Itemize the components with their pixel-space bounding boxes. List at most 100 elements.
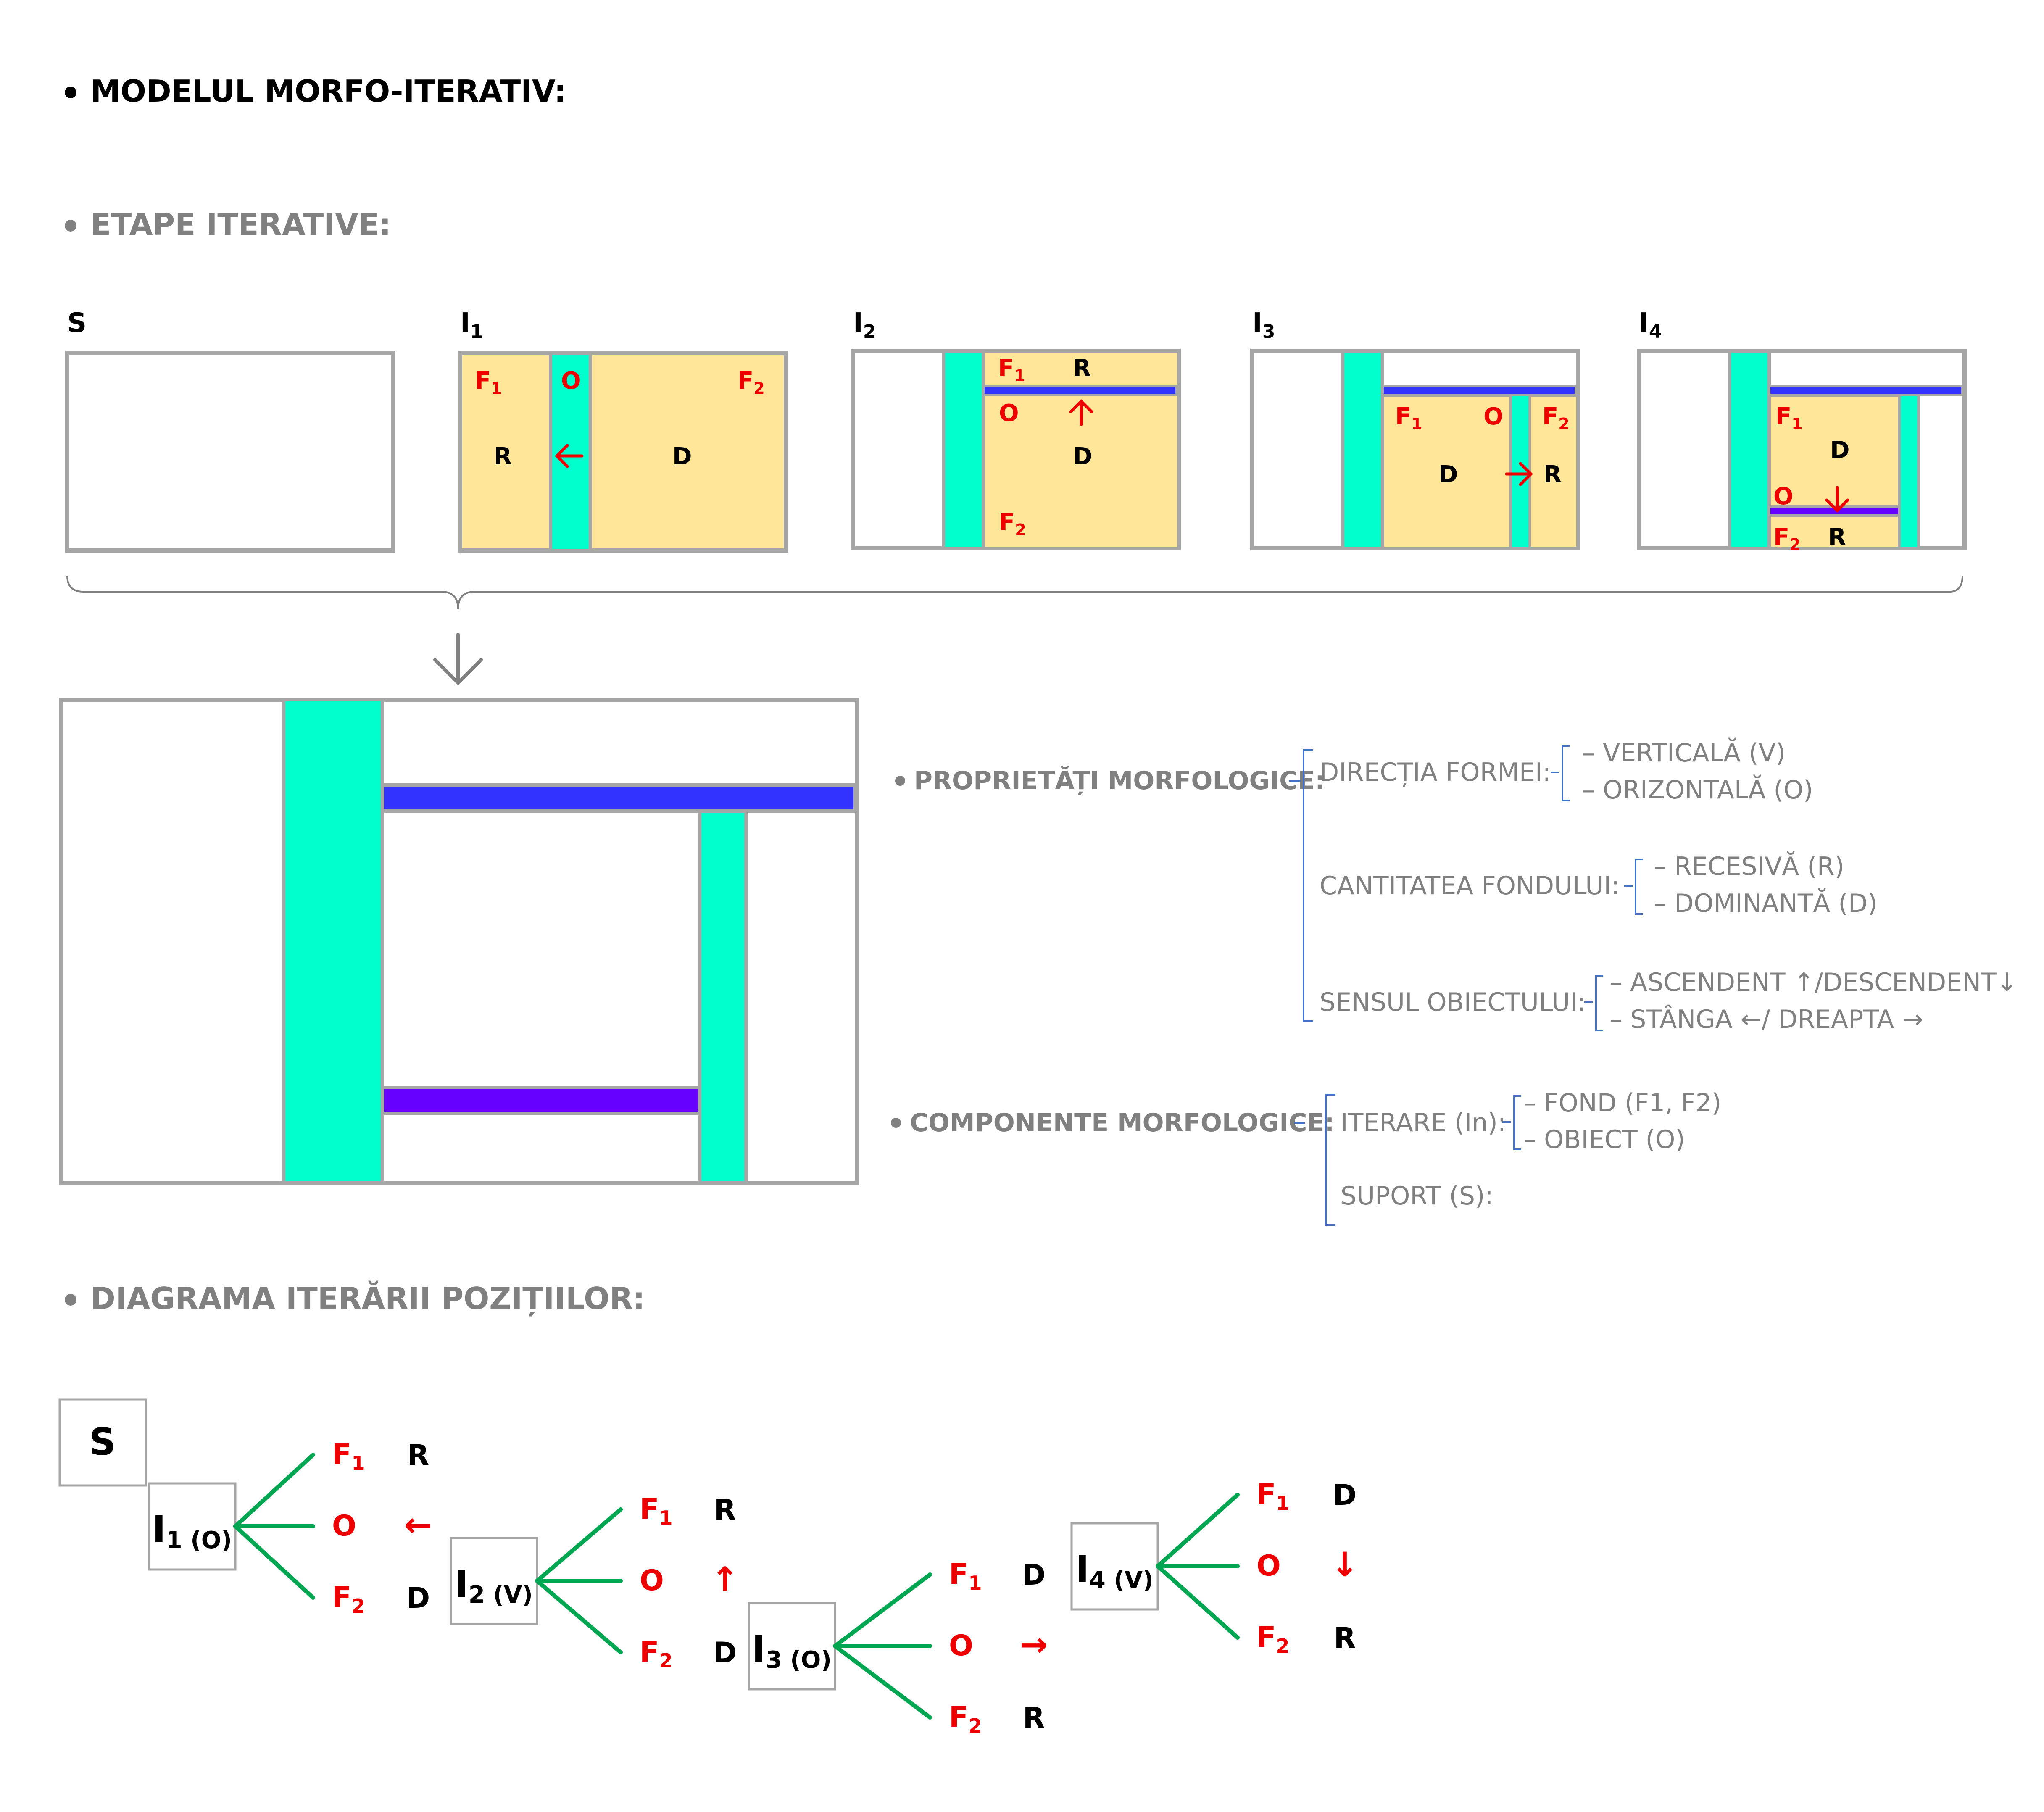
tree-branch-label: F1: [1256, 1478, 1289, 1514]
stage-s: S: [65, 308, 395, 553]
i2-o: O: [999, 400, 1019, 427]
tree-node-label: I1 (O): [152, 1508, 232, 1554]
prop-direction-item-1: – ORIZONTALĂ (O): [1582, 774, 1813, 805]
tree-branch-label: F2: [640, 1636, 672, 1672]
tree-node-label: I2 (V): [455, 1562, 533, 1609]
tree-node-2: I2 (V) F1 R O ↑ F2 D: [450, 1493, 739, 1672]
tree-branch-label: O: [640, 1564, 664, 1597]
tree-branch-arrow-icon: ↑: [711, 1560, 739, 1599]
tree-branch-line: [535, 1579, 623, 1654]
tree-start: S: [58, 1398, 147, 1487]
tree-branch-value: R: [714, 1493, 736, 1527]
i4-o: O: [1773, 483, 1794, 510]
i2-r: R: [1073, 355, 1091, 382]
stages-bullet: [65, 220, 76, 232]
prop-direction-item-0: – VERTICALĂ (V): [1582, 737, 1786, 768]
tree-node-sub: 1 (O): [166, 1527, 232, 1554]
i4-f1: F1: [1775, 403, 1803, 433]
i2-up-arrow-icon: [1069, 399, 1093, 426]
tree-branch-value: D: [1022, 1559, 1046, 1592]
tree-branch-value: D: [713, 1636, 737, 1670]
prop-quantity-item-1: – DOMINANTĂ (D): [1654, 888, 1878, 918]
i1-f1: F1: [475, 367, 502, 398]
final-composition: [59, 698, 859, 1185]
components-item-0: – FOND (F1, F2): [1523, 1088, 1721, 1118]
i1-d: D: [672, 443, 692, 470]
prop-quantity-item-0: – RECESIVĂ (R): [1654, 851, 1844, 881]
i4-down-arrow-icon: [1825, 486, 1849, 513]
i3-r: R: [1544, 461, 1562, 488]
tree-branch-label: F2: [332, 1581, 365, 1617]
i2-f2: F2: [999, 509, 1026, 539]
tree-node-label: I3 (O): [752, 1628, 832, 1674]
i4-f2: F2: [1773, 524, 1801, 554]
page-title: MODELUL MORFO-ITERATIV:: [90, 74, 566, 109]
stage-s-label: S: [67, 308, 87, 339]
i3-d: D: [1438, 461, 1458, 488]
tree-branch-line: [1156, 1493, 1240, 1568]
title-bullet: [65, 87, 76, 98]
section-diagram-title: DIAGRAMA ITERĂRII POZIȚIILOR:: [90, 1281, 645, 1316]
tree-start-label: S: [89, 1420, 116, 1464]
i3-o: O: [1483, 403, 1504, 430]
tree-node-main: I: [1075, 1548, 1089, 1591]
stage-i3: I3 F1 O F2 D R: [1250, 308, 1580, 550]
tree-branch-value: R: [1023, 1701, 1045, 1735]
stage-i3-label: I3: [1252, 308, 1275, 342]
i3-f2: F2: [1542, 403, 1570, 433]
i4-d: D: [1830, 437, 1849, 464]
stages-brace: [66, 575, 1963, 610]
tree-branch-value: R: [1334, 1622, 1356, 1655]
tree-node-main: I: [152, 1508, 166, 1551]
i2-d: D: [1073, 443, 1092, 470]
prop-sense-item-1: – STÂNGA ←/ DREAPTA →: [1609, 1004, 1923, 1034]
tree-branch-label: F1: [332, 1438, 365, 1475]
tree-node-main: I: [455, 1562, 469, 1606]
components-suport-label: SUPORT (S):: [1341, 1181, 1493, 1211]
tree-branch-label: O: [949, 1629, 973, 1662]
tree-node-main: I: [752, 1628, 766, 1671]
i1-f2: F2: [738, 367, 765, 398]
i3-right-arrow-icon: [1505, 462, 1533, 486]
tree-branch-value: D: [406, 1582, 430, 1615]
stage-i4: I4 F1 D O F2 R: [1637, 308, 1967, 554]
tree-node-sub: 4 (V): [1089, 1567, 1154, 1594]
down-arrow-icon: [433, 633, 483, 685]
tree-branch-arrow-icon: ↓: [1330, 1545, 1359, 1584]
tree-branch-line: [833, 1572, 932, 1648]
prop-quantity-label: CANTITATEA FONDULUI:: [1320, 871, 1620, 901]
i4-r: R: [1828, 524, 1846, 551]
tree-node-sub: 2 (V): [469, 1581, 533, 1609]
prop-sense-item-0: – ASCENDENT ↑/DESCENDENT↓: [1609, 968, 2018, 997]
tree-branch-value: R: [407, 1439, 429, 1472]
stage-i2-label: I2: [853, 308, 876, 342]
i3-f1: F1: [1395, 403, 1422, 433]
tree-branch-label: O: [1256, 1549, 1281, 1583]
stage-i1: I1 F1 O F2 R D: [458, 308, 788, 553]
tree-branch-arrow-icon: ←: [404, 1505, 432, 1544]
tree-branch-line: [1156, 1564, 1240, 1640]
i1-left-arrow-icon: [555, 444, 584, 468]
i2-f1: F1: [998, 355, 1025, 385]
stage-i4-label: I4: [1639, 308, 1662, 342]
diagram-bullet: [65, 1294, 76, 1306]
tree-branch-label: F2: [1256, 1621, 1289, 1657]
tree-branch-value: D: [1333, 1479, 1357, 1512]
tree-branch-label: F1: [640, 1493, 672, 1529]
stage-i2: I2 F1 R O D F2: [851, 308, 1181, 550]
tree-branch-line: [233, 1524, 315, 1600]
tree-node-label: I4 (V): [1075, 1548, 1154, 1594]
prop-direction-label: DIRECȚIA FORMEI:: [1320, 758, 1551, 787]
components-heading: COMPONENTE MORFOLOGICE:: [910, 1108, 1335, 1138]
properties-block: PROPRIETĂȚI MORFOLOGICE: DIRECȚIA FORMEI…: [895, 737, 2018, 1034]
components-item-1: – OBIECT (O): [1523, 1125, 1685, 1154]
tree-branch-label: F1: [949, 1558, 982, 1594]
tree-branch-line: [233, 1453, 315, 1528]
components-block: COMPONENTE MORFOLOGICE: ITERARE (In): – …: [891, 1088, 1721, 1226]
section-stages-title: ETAPE ITERATIVE:: [90, 207, 391, 242]
tree-node-sub: 3 (O): [766, 1646, 832, 1674]
